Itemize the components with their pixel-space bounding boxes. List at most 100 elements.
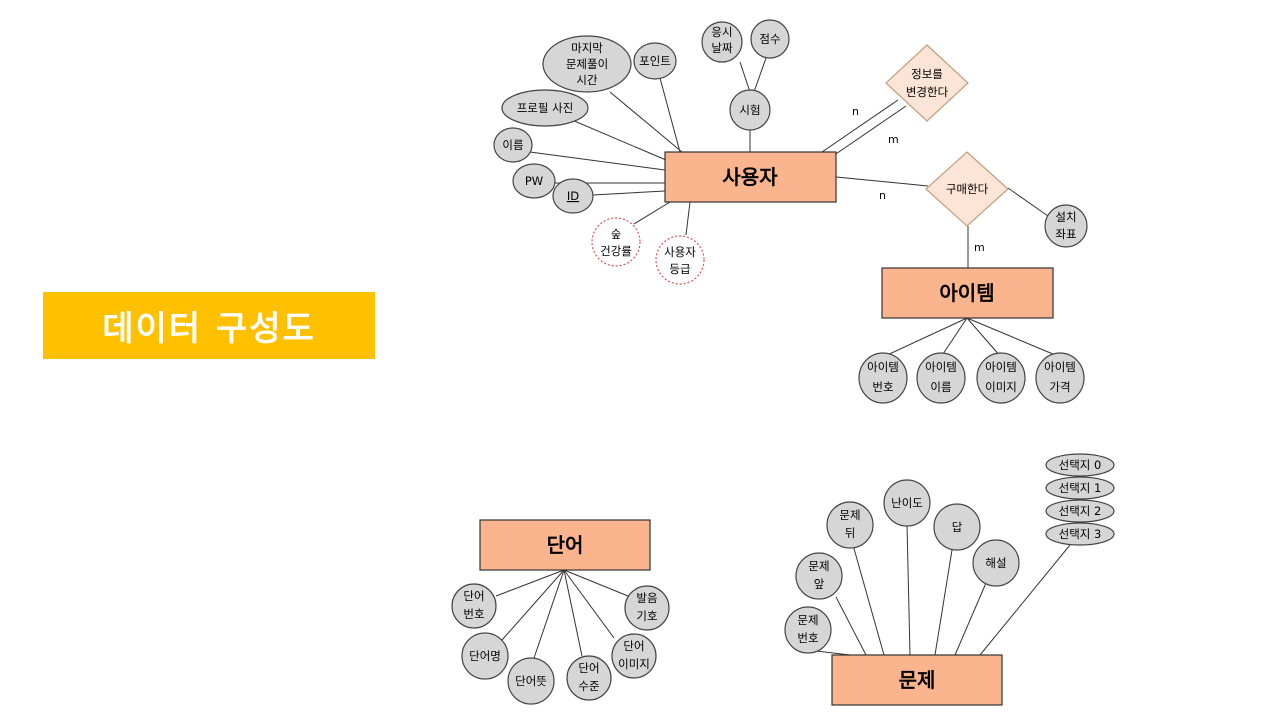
relationship-purchase: 구매한다 <box>925 151 1009 227</box>
svg-text:등급: 등급 <box>669 262 690 276</box>
svg-text:PW: PW <box>525 174 543 188</box>
svg-text:번호: 번호 <box>463 607 484 621</box>
attr-choice-0: 선택지 0 <box>1045 453 1115 477</box>
attr-id: ID <box>552 178 594 214</box>
svg-text:답: 답 <box>952 520 963 534</box>
attr-name: 이름 <box>493 127 533 163</box>
svg-text:단어명: 단어명 <box>469 649 501 663</box>
cardinality-m-change: m <box>888 133 899 146</box>
svg-text:포인트: 포인트 <box>639 54 671 68</box>
svg-text:단어: 단어 <box>463 589 484 603</box>
attr-item-image: 아이템 이미지 <box>976 352 1026 404</box>
svg-text:구매한다: 구매한다 <box>946 182 989 196</box>
attr-word-number: 단어 번호 <box>451 583 497 629</box>
attr-problem-back: 문제 뒤 <box>826 501 874 549</box>
svg-text:선택지 3: 선택지 3 <box>1059 527 1102 541</box>
entity-item: 아이템 <box>881 267 1054 319</box>
diagram-title-banner: 데이터 구성도 <box>43 292 375 359</box>
attr-install-coords: 설치 좌표 <box>1044 204 1088 248</box>
entity-user-label: 사용자 <box>722 165 778 189</box>
svg-text:발음: 발음 <box>636 591 657 605</box>
attr-word-name: 단어명 <box>461 632 509 680</box>
entity-problem-label: 문제 <box>899 668 936 692</box>
cardinality-n-change: n <box>852 105 859 118</box>
svg-text:점수: 점수 <box>759 32 780 46</box>
cardinality-m-purchase: m <box>974 241 985 254</box>
svg-text:해설: 해설 <box>985 556 1006 570</box>
svg-text:마지막: 마지막 <box>571 41 603 55</box>
entity-user: 사용자 <box>664 151 837 203</box>
svg-text:이미지: 이미지 <box>985 380 1017 394</box>
svg-text:앞: 앞 <box>814 577 825 591</box>
attr-problem-front: 문제 앞 <box>795 552 843 600</box>
attr-point: 포인트 <box>633 42 677 80</box>
svg-text:수준: 수준 <box>578 679 599 693</box>
attr-profile-photo: 프로필 사진 <box>501 89 589 127</box>
svg-text:설치: 설치 <box>1055 210 1076 224</box>
svg-text:이미지: 이미지 <box>618 657 650 671</box>
entity-problem: 문제 <box>831 654 1003 706</box>
svg-text:아이템: 아이템 <box>925 360 957 374</box>
attr-choice-2: 선택지 2 <box>1045 499 1115 523</box>
attr-forest-health: 숲 건강률 <box>591 217 641 267</box>
attr-problem-explanation: 해설 <box>972 539 1020 587</box>
attr-score: 점수 <box>750 19 790 59</box>
entity-word: 단어 <box>479 519 651 571</box>
svg-text:문제: 문제 <box>839 508 860 522</box>
svg-text:선택지 2: 선택지 2 <box>1059 504 1102 518</box>
attr-problem-answer: 답 <box>933 503 981 551</box>
attr-exam: 시험 <box>729 89 771 131</box>
svg-text:문제: 문제 <box>808 559 829 573</box>
svg-text:난이도: 난이도 <box>891 496 923 510</box>
attr-choice-1: 선택지 1 <box>1045 476 1115 500</box>
svg-text:건강률: 건강률 <box>600 244 632 258</box>
svg-text:프로필 사진: 프로필 사진 <box>517 101 574 115</box>
svg-text:이름: 이름 <box>502 138 523 152</box>
svg-text:번호: 번호 <box>872 380 893 394</box>
svg-text:선택지 0: 선택지 0 <box>1059 458 1102 472</box>
attr-word-meaning: 단어뜻 <box>507 657 555 705</box>
entity-item-label: 아이템 <box>939 281 994 305</box>
attr-pw: PW <box>512 163 556 199</box>
attr-word-image: 단어 이미지 <box>611 633 657 679</box>
attr-choice-3: 선택지 3 <box>1045 522 1115 546</box>
attr-word-pronunciation: 발음 기호 <box>624 585 670 631</box>
entity-word-label: 단어 <box>547 533 584 557</box>
svg-text:기호: 기호 <box>636 609 657 623</box>
relationship-change-info: 정보를 변경한다 <box>885 44 969 122</box>
attr-last-solve-time: 마지막 문제풀이 시간 <box>542 35 632 93</box>
svg-text:단어: 단어 <box>578 661 599 675</box>
svg-text:아이템: 아이템 <box>985 360 1017 374</box>
svg-text:가격: 가격 <box>1049 380 1070 394</box>
svg-text:아이템: 아이템 <box>867 360 899 374</box>
attr-user-grade: 사용자 등급 <box>655 235 705 285</box>
svg-text:문제: 문제 <box>797 613 818 627</box>
attr-exam-date: 응시 날짜 <box>701 21 743 63</box>
svg-text:ID: ID <box>567 189 579 203</box>
svg-text:이름: 이름 <box>930 380 951 394</box>
svg-text:번호: 번호 <box>797 631 818 645</box>
attr-word-level: 단어 수준 <box>566 655 612 701</box>
svg-text:문제풀이: 문제풀이 <box>566 57 608 71</box>
connector-lines <box>495 57 1071 659</box>
svg-text:단어뜻: 단어뜻 <box>515 674 547 688</box>
svg-text:변경한다: 변경한다 <box>906 85 949 99</box>
svg-text:단어: 단어 <box>623 639 644 653</box>
cardinality-n-purchase: n <box>879 189 886 202</box>
svg-text:선택지 1: 선택지 1 <box>1059 481 1102 495</box>
svg-text:시험: 시험 <box>739 103 760 117</box>
attr-item-price: 아이템 가격 <box>1035 352 1085 404</box>
attr-problem-difficulty: 난이도 <box>883 479 931 527</box>
svg-text:정보를: 정보를 <box>911 67 943 81</box>
svg-text:뒤: 뒤 <box>845 526 856 540</box>
svg-text:시간: 시간 <box>576 73 598 87</box>
svg-text:응시: 응시 <box>711 25 732 39</box>
attr-item-number: 아이템 번호 <box>858 352 908 404</box>
svg-text:아이템: 아이템 <box>1044 360 1076 374</box>
attr-item-name: 아이템 이름 <box>916 352 966 404</box>
svg-text:날짜: 날짜 <box>711 41 733 55</box>
svg-text:숲: 숲 <box>611 227 622 241</box>
attr-problem-number: 문제 번호 <box>784 606 832 654</box>
svg-text:좌표: 좌표 <box>1055 227 1076 241</box>
